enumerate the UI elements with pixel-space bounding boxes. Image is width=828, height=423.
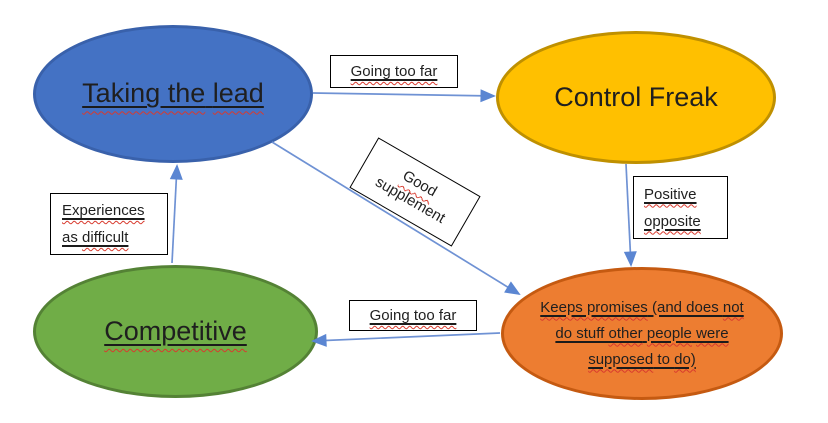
node-control-freak[interactable]: Control Freak [496, 31, 776, 164]
node-competitive-label: Competitive [104, 315, 247, 346]
edge-label-text: as difficult [62, 229, 129, 246]
edge-label-going-too-far-top[interactable]: Going too far [330, 55, 458, 88]
arrow-keeps-promises-to-competitive[interactable] [311, 332, 501, 347]
edge-label-text: Going too far [350, 63, 438, 80]
node-taking-the-lead-label: Taking the lead [82, 78, 264, 109]
node-taking-the-lead[interactable]: Taking the lead [33, 25, 313, 163]
edge-label-text: Going too far [369, 307, 457, 324]
node-competitive[interactable]: Competitive [33, 265, 318, 398]
edge-label-text: opposite [644, 212, 701, 230]
edge-label-text: Positive [644, 185, 697, 203]
node-control-freak-label: Control Freak [554, 81, 718, 112]
edge-label-good-supplement[interactable]: Good supplement [349, 137, 481, 247]
edge-label-positive-opposite[interactable]: Positive opposite [633, 176, 728, 239]
node-keeps-promises-label: Keeps promises (and does not do stuff ot… [540, 298, 744, 368]
node-keeps-promises[interactable]: Keeps promises (and does not do stuff ot… [501, 267, 783, 400]
edge-label-experiences-as-difficult[interactable]: Experiences as difficult [50, 193, 168, 255]
edge-label-going-too-far-bottom[interactable]: Going too far [349, 300, 477, 331]
edge-label-text: Experiences [62, 202, 145, 219]
arrow-control-freak-to-keeps-promises[interactable] [623, 163, 637, 267]
arrow-competitive-to-taking-lead[interactable] [169, 164, 183, 264]
arrow-taking-lead-to-control-freak[interactable] [312, 89, 496, 103]
